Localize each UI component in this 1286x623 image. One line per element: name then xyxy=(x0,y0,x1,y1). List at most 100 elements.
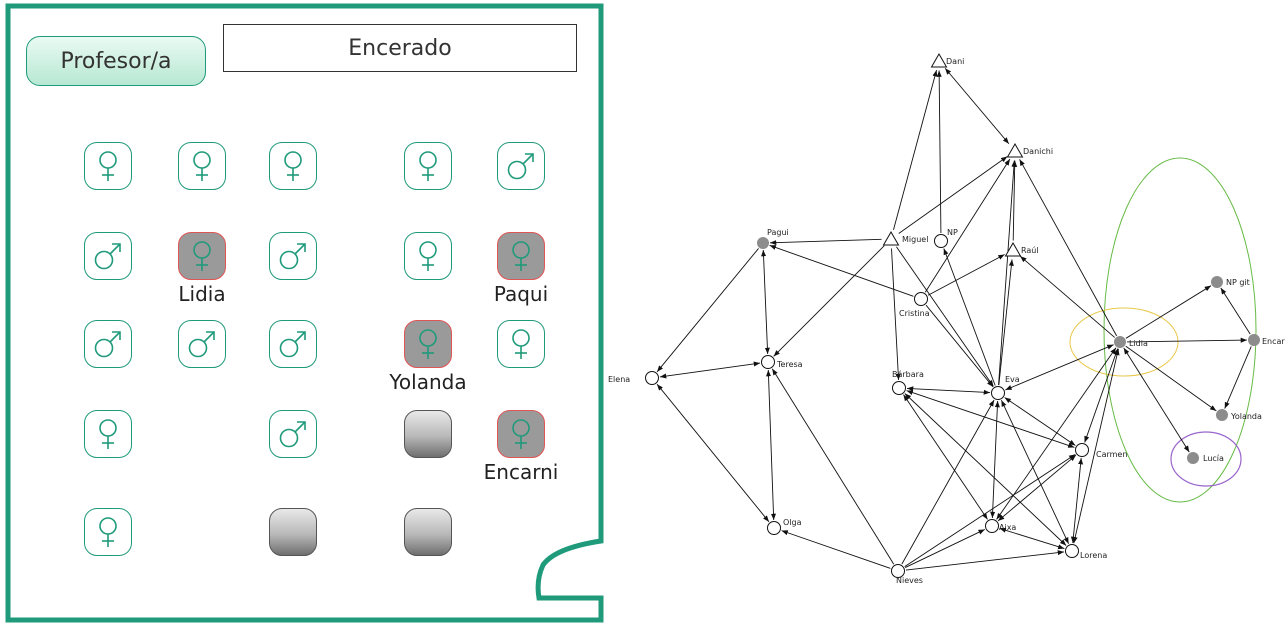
node-np[interactable]: NP xyxy=(934,228,958,248)
male-student-seat[interactable] xyxy=(84,320,132,368)
female-student-seat[interactable] xyxy=(497,410,545,458)
male-student-seat[interactable] xyxy=(269,232,317,280)
male-student-seat[interactable] xyxy=(497,142,545,190)
edge-raul-danichi xyxy=(1012,160,1018,241)
edge-miguel-danichi xyxy=(898,156,1008,234)
female-student-seat[interactable] xyxy=(497,232,545,280)
male-triangle-icon xyxy=(882,230,900,246)
node-teresa[interactable]: Teresa xyxy=(761,355,803,370)
node-label: Raúl xyxy=(1021,246,1039,255)
male-student-seat[interactable] xyxy=(84,232,132,280)
node-olga[interactable]: Olga xyxy=(767,518,802,535)
female-student-seat[interactable] xyxy=(178,232,226,280)
edge-elena-teresa xyxy=(659,361,761,379)
node-miguel[interactable]: Miguel xyxy=(882,230,929,246)
filled-circle-icon xyxy=(1114,336,1126,348)
female-symbol-icon xyxy=(506,417,536,451)
edge-nieves-teresa xyxy=(771,368,895,565)
node-lucia[interactable]: Lucía xyxy=(1187,452,1225,464)
filled-circle-icon xyxy=(1216,409,1228,421)
male-symbol-icon xyxy=(92,240,124,272)
seat-label: Paqui xyxy=(493,282,549,306)
blackboard: Encerado xyxy=(223,24,577,72)
node-label: Miguel xyxy=(902,235,928,244)
female-student-seat[interactable] xyxy=(404,320,452,368)
female-student-seat[interactable] xyxy=(404,232,452,280)
node-carmen[interactable]: Carmen xyxy=(1075,443,1128,460)
edge-encar-yolanda xyxy=(1224,346,1252,409)
female-student-seat[interactable] xyxy=(178,142,226,190)
filled-circle-icon xyxy=(1211,276,1223,288)
node-pagui[interactable]: Pagui xyxy=(757,228,789,249)
edge-nieves-carmen xyxy=(904,454,1076,567)
node-lorena[interactable]: Lorena xyxy=(1065,544,1108,561)
edge-miguel-eva xyxy=(896,246,994,387)
female-student-seat[interactable] xyxy=(84,508,132,556)
female-circle-icon xyxy=(761,355,775,369)
seat-label: Yolanda xyxy=(389,370,467,394)
male-symbol-icon xyxy=(277,240,309,272)
female-circle-icon xyxy=(767,521,781,535)
group-ellipse-purple xyxy=(1170,431,1242,487)
male-symbol-icon xyxy=(186,328,218,360)
group-ellipse-green xyxy=(1103,157,1257,503)
node-nieves[interactable]: Nieves xyxy=(891,564,923,586)
node-label: NP xyxy=(947,228,958,237)
female-symbol-icon xyxy=(413,327,443,361)
female-student-seat[interactable] xyxy=(497,320,545,368)
edge-lidia-encar xyxy=(1126,337,1248,343)
seat-label: Encarni xyxy=(483,460,559,484)
female-symbol-icon xyxy=(278,149,308,183)
female-student-seat[interactable] xyxy=(269,142,317,190)
edge-pagui-teresa xyxy=(761,249,770,355)
female-student-seat[interactable] xyxy=(84,142,132,190)
female-circle-icon xyxy=(892,381,906,395)
node-yolanda[interactable]: Yolanda xyxy=(1216,409,1262,422)
node-label: Encar xyxy=(1262,337,1285,346)
male-triangle-icon xyxy=(1006,142,1024,158)
node-raul[interactable]: Raúl xyxy=(1004,241,1039,257)
female-symbol-icon xyxy=(93,149,123,183)
edge-cristina-danichi xyxy=(924,158,1011,293)
edge-eva-danichi xyxy=(998,160,1017,386)
node-label: Lucía xyxy=(1203,454,1224,463)
edge-miguel-teresa xyxy=(773,245,885,357)
female-circle-icon xyxy=(914,292,928,306)
node-label: Dani xyxy=(946,57,964,66)
male-triangle-icon xyxy=(930,52,948,68)
female-symbol-icon xyxy=(413,149,443,183)
male-student-seat[interactable] xyxy=(269,320,317,368)
node-label: Carmen xyxy=(1096,450,1127,459)
female-circle-icon xyxy=(985,519,999,533)
node-barbara[interactable]: Bárbara xyxy=(892,370,924,395)
filled-circle-icon xyxy=(1187,452,1199,464)
female-symbol-icon xyxy=(187,149,217,183)
empty-seat[interactable] xyxy=(404,410,452,458)
edge-lidia-yolanda xyxy=(1125,345,1217,412)
node-npgit[interactable]: NP git xyxy=(1211,276,1250,288)
node-label: Olga xyxy=(783,518,802,527)
female-symbol-icon xyxy=(506,239,536,273)
teacher-desk-button[interactable]: Profesor/a xyxy=(26,36,206,86)
node-encar[interactable]: Encar xyxy=(1248,334,1286,347)
edge-lidia-danichi xyxy=(1019,159,1118,337)
male-student-seat[interactable] xyxy=(178,320,226,368)
male-student-seat[interactable] xyxy=(269,410,317,458)
node-elena[interactable]: Elena xyxy=(608,371,659,385)
node-eva[interactable]: Eva xyxy=(991,375,1020,400)
male-triangle-icon xyxy=(1004,241,1022,257)
node-lidia[interactable]: Lidia xyxy=(1114,336,1148,349)
node-aixa[interactable]: Aixa xyxy=(985,519,1017,533)
female-student-seat[interactable] xyxy=(404,142,452,190)
seat-label: Lidia xyxy=(178,282,226,306)
node-danichi[interactable]: Danichi xyxy=(1006,142,1054,158)
empty-seat[interactable] xyxy=(269,508,317,556)
edge-nieves-lorena xyxy=(905,550,1065,571)
node-dani[interactable]: Dani xyxy=(930,52,965,68)
node-cristina[interactable]: Cristina xyxy=(899,292,930,319)
female-student-seat[interactable] xyxy=(84,410,132,458)
edge-miguel-barbara xyxy=(891,248,901,381)
empty-seat[interactable] xyxy=(404,508,452,556)
